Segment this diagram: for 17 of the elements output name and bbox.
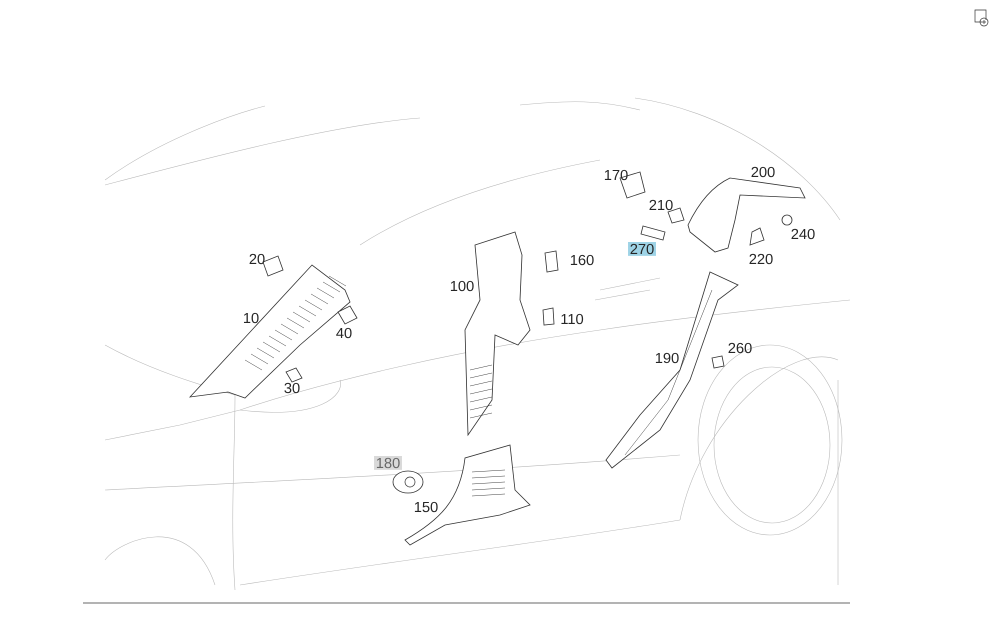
callout-number: 270 <box>628 242 656 256</box>
callout-number: 150 <box>414 502 438 512</box>
callout-number: 100 <box>450 280 474 292</box>
callout-number: 260 <box>728 342 752 354</box>
callout-number: 10 <box>244 312 259 324</box>
callout-number: 180 <box>374 456 402 470</box>
callout-number: 110 <box>561 314 584 324</box>
callout-number: 240 <box>792 228 815 240</box>
callout-number: 160 <box>570 254 594 266</box>
callout-number: 220 <box>750 254 773 264</box>
callout-number: 210 <box>650 200 673 210</box>
callout-number: 190 <box>656 352 679 364</box>
callout-number: 20 <box>250 254 265 264</box>
callout-number: 170 <box>604 170 628 180</box>
callout-number: 200 <box>752 166 775 178</box>
callout-number: 40 <box>336 328 352 338</box>
callout-number: 30 <box>284 382 300 394</box>
